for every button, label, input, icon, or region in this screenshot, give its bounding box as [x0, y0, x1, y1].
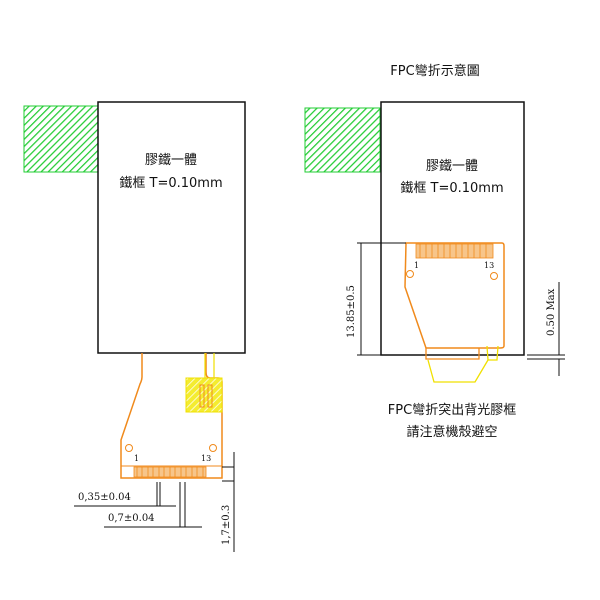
panel-thickness: 鐵框 T=0.10mm — [400, 180, 503, 196]
dim-pitch: 0,7±0.04 — [108, 513, 155, 524]
alignment-hole — [125, 444, 133, 452]
pin-1-label: 1 — [414, 261, 419, 270]
hatched-area — [23, 105, 99, 173]
dimension-lines — [74, 452, 235, 552]
note-line-1: FPC彎折突出背光膠框 — [388, 402, 516, 418]
alignment-hole — [490, 272, 498, 280]
pin-13-label: 13 — [484, 261, 494, 270]
panel-label: 膠鐵一體 — [426, 158, 478, 174]
dimension-lines — [357, 242, 565, 376]
note-line-2: 請注意機殼避空 — [406, 424, 497, 440]
gold-fingers — [415, 243, 494, 259]
alignment-hole — [406, 270, 414, 278]
dim-pitch-width: 0,35±0.04 — [78, 492, 131, 503]
dim-length: 13.85±0.5 — [346, 285, 357, 338]
panel-outline — [380, 101, 525, 356]
left-view: 膠鐵一體 鐵框 T=0.10mm 1 13 0,35±0.04 0,7±0.04… — [23, 101, 246, 552]
fpc-outline — [404, 242, 505, 349]
hatched-area — [304, 107, 381, 173]
panel-thickness: 鐵框 T=0.10mm — [119, 175, 222, 191]
dim-height: 1,7±0.3 — [221, 505, 232, 545]
dim-max: 0.50 Max — [546, 288, 557, 336]
diagram-title: FPC彎折示意圖 — [390, 63, 479, 79]
panel-label: 膠鐵一體 — [145, 152, 197, 168]
alignment-hole — [209, 444, 217, 452]
right-view: 膠鐵一體 鐵框 T=0.10mm 1 13 13.85±0.5 0.50 Max — [304, 101, 565, 383]
gold-fingers — [133, 466, 207, 478]
pin-1-label: 1 — [134, 454, 139, 463]
stiffener — [427, 345, 499, 383]
pin-13-label: 13 — [201, 454, 211, 463]
panel-outline — [97, 101, 246, 354]
